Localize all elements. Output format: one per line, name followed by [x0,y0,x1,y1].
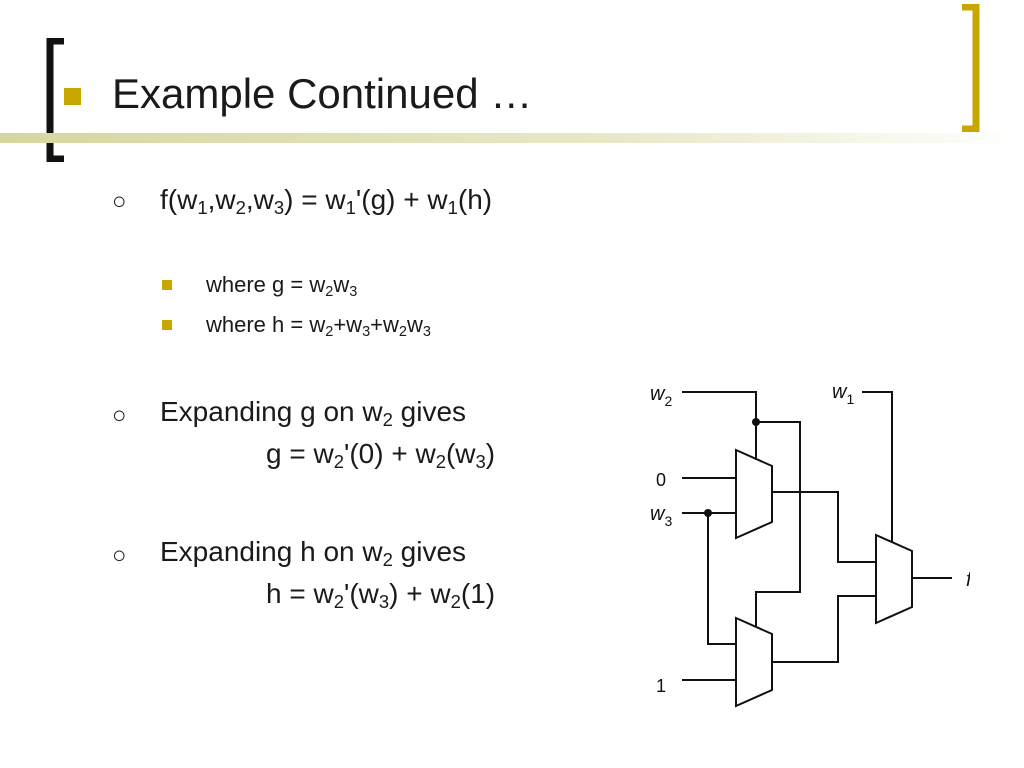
g-expansion: g = w2'(0) + w2(w3) [266,438,496,473]
bullet-circle: ○ [112,402,127,429]
mux-bottom [735,616,773,708]
label-w1: w1 [832,381,854,407]
mux-top [735,448,773,540]
bullet-circle: ○ [112,542,127,569]
wire-h-out [772,595,876,663]
wire-w2-branch [755,421,801,626]
page-title: Example Continued … [112,70,533,117]
wire-w2 [682,391,757,460]
bullet-circle: ○ [112,188,127,215]
h-definition: where h = w2+w3+w2w3 [206,312,431,341]
expand-g-heading: Expanding g on w2 gives [160,396,467,431]
expand-h-heading: Expanding h on w2 gives [160,536,467,571]
label-f: f [966,569,970,591]
right-bracket-decoration [962,4,980,132]
left-bracket-decoration [46,38,64,162]
h-expansion: h = w2'(w3) + w2(1) [266,578,496,613]
label-one: 1 [656,676,666,696]
label-w3: w3 [650,503,672,529]
junction-w3 [704,509,712,517]
g-definition: where g = w2w3 [206,272,358,301]
label-zero: 0 [656,470,666,490]
function-definition: f(w1,w2,w3) = w1'(g) + w1(h) [160,184,493,219]
label-w2: w2 [650,383,672,409]
title-underline-rule [0,133,1024,143]
sub-bullet-square [162,280,172,290]
junction-w2 [752,418,760,426]
multiplexer-circuit-diagram: w2 w1 0 w3 1 f [650,381,970,708]
wire-w1 [862,391,893,542]
mux-right [875,533,913,625]
sub-bullet-square [162,320,172,330]
wire-g-out [772,491,876,563]
title-bullet [64,88,81,105]
wire-w3-branch [707,513,736,645]
